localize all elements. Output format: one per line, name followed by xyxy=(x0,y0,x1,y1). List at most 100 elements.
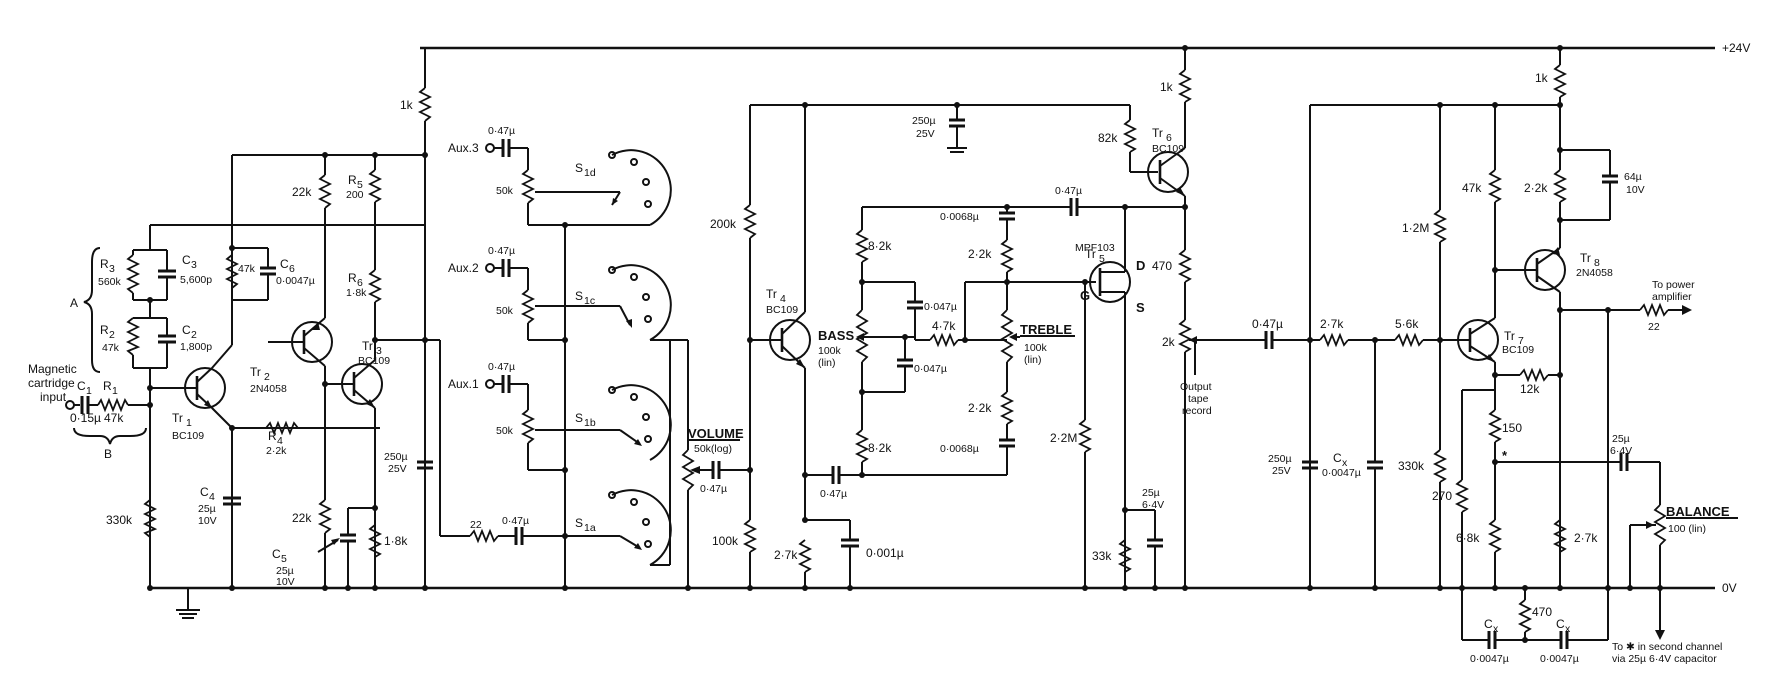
tr2-label: Tr xyxy=(250,365,261,379)
svg-text:x: x xyxy=(1342,457,1348,469)
aux2-terminal[interactable] xyxy=(485,263,495,273)
to-power-2: amplifier xyxy=(1652,291,1692,303)
balance-value: 100 (lin) xyxy=(1668,523,1706,535)
buf-c25-volt: 6·4V xyxy=(1142,499,1164,511)
svg-text:2: 2 xyxy=(264,371,270,383)
tr2-type: 2N4058 xyxy=(250,383,287,395)
svg-text:4: 4 xyxy=(209,491,215,503)
out-r56k-label: 5·6k xyxy=(1395,317,1419,331)
tr6-label: Tr xyxy=(1152,126,1163,140)
c3-value: 5,600p xyxy=(180,274,212,286)
buffer-stage: Tr 5 MPF103 G D S 2·2M 82k Tr 6 BC109 xyxy=(1007,45,1212,591)
tr3-type: BC109 xyxy=(358,355,390,367)
svg-text:5: 5 xyxy=(357,179,363,191)
out-c250-label: 250µ xyxy=(1268,453,1292,465)
aux3-terminal[interactable] xyxy=(485,143,495,153)
out-r330k-label: 330k xyxy=(1398,459,1425,473)
input-selector: Aux.3 0·47µ 50k Aux.2 0·47µ 50k Aux.1 0·… xyxy=(425,125,688,591)
cxa-value: 0·0047µ xyxy=(1470,653,1509,665)
c0047-1-label: 0·047µ xyxy=(924,301,957,313)
r33k-label: 33k xyxy=(1092,549,1112,563)
cxb-value: 0·0047µ xyxy=(1540,653,1579,665)
out-r22k-label: 2·2k xyxy=(1524,181,1548,195)
fet-source-label: S xyxy=(1136,300,1145,315)
tape-label-2: tape xyxy=(1188,393,1209,405)
svg-text:5: 5 xyxy=(281,553,287,565)
r3-value: 560k xyxy=(98,276,122,288)
treble-value-1: 100k xyxy=(1024,342,1048,354)
svg-text:2: 2 xyxy=(191,329,197,341)
r27k-label: 2·7k xyxy=(774,548,798,562)
c3-label: C xyxy=(182,253,191,267)
svg-text:4: 4 xyxy=(277,435,283,447)
aux1-label[interactable]: Aux.1 xyxy=(448,377,479,391)
c250-volt: 25V xyxy=(388,463,407,475)
r82k-2-label: 8·2k xyxy=(868,441,892,455)
input-stage: Magnetic cartridge input C 1 0·15µ R 1 4… xyxy=(28,247,150,461)
tr4-type: BC109 xyxy=(766,304,798,316)
plus-24v-label: +24V xyxy=(1722,41,1750,55)
output-stage: 0·47µ 2·7k 5·6k 250µ 25V C x 0·0047µ 330… xyxy=(1195,45,1738,665)
brace-a-label: A xyxy=(70,296,78,310)
svg-text:8: 8 xyxy=(1594,257,1600,269)
ground-symbol-left xyxy=(176,588,200,619)
tr1-stage: Tr 1 BC109 330k C 4 25µ 10V R 4 2·2k xyxy=(106,154,425,591)
c0047-2-label: 0·047µ xyxy=(914,363,947,375)
aux1-terminal[interactable] xyxy=(485,379,495,389)
svg-text:3: 3 xyxy=(191,259,197,271)
buf-r1k-label: 1k xyxy=(1160,80,1174,94)
c047b-label: 0·47µ xyxy=(820,488,847,500)
cdec-label: 250µ xyxy=(912,115,936,127)
r68k-label: 6·8k xyxy=(1456,531,1480,545)
s1c-label: S xyxy=(575,289,583,303)
r330k-label: 330k xyxy=(106,513,133,527)
svg-text:5: 5 xyxy=(1099,253,1105,265)
svg-text:x: x xyxy=(1565,623,1571,635)
r47k-label: 47k xyxy=(238,263,256,275)
s1b-label: S xyxy=(575,411,583,425)
svg-text:4: 4 xyxy=(780,293,786,305)
tr5-label: Tr xyxy=(1085,247,1096,261)
svg-text:0·47µ: 0·47µ xyxy=(488,125,515,137)
svg-text:50k: 50k xyxy=(496,185,514,197)
c2-label: C xyxy=(182,323,191,337)
c047c-label: 0·47µ xyxy=(1055,185,1082,197)
r2k-label: 2k xyxy=(1162,335,1176,349)
supply-rails: +24V 0V xyxy=(150,41,1750,595)
switch-s1c[interactable]: S 1c xyxy=(575,264,672,341)
svg-text:1a: 1a xyxy=(584,522,596,534)
svg-text:0·47µ: 0·47µ xyxy=(502,515,529,527)
c0068-1-label: 0·0068µ xyxy=(940,211,979,223)
c250-label: 250µ xyxy=(384,451,408,463)
r5-label: R xyxy=(348,173,357,187)
switch-s1d[interactable]: S 1d xyxy=(565,149,672,226)
svg-text:3: 3 xyxy=(109,263,115,275)
s1d-label: S xyxy=(575,161,583,175)
out-r27kb-label: 2·7k xyxy=(1574,531,1598,545)
cxa-label: C xyxy=(1484,617,1493,631)
r18k-label: 1·8k xyxy=(384,534,408,548)
zero-v-label: 0V xyxy=(1722,581,1737,595)
volume-control[interactable]: VOLUME 50k(log) 0·47µ xyxy=(681,340,750,591)
svg-text:50k: 50k xyxy=(496,425,514,437)
c4-label: C xyxy=(200,485,209,499)
treble-value-2: (lin) xyxy=(1024,354,1042,366)
switch-s1a[interactable]: S 1a xyxy=(565,489,672,566)
cxb-label: C xyxy=(1556,617,1565,631)
input-label-1: Magnetic xyxy=(28,362,77,376)
s1a-label: S xyxy=(575,516,583,530)
ground-symbol-decoupling xyxy=(947,138,967,153)
aux3-label[interactable]: Aux.3 xyxy=(448,141,479,155)
switch-s1b[interactable]: S 1b xyxy=(575,384,672,461)
svg-text:50k: 50k xyxy=(496,305,514,317)
r4-label: R xyxy=(268,429,277,443)
r470-label: 470 xyxy=(1152,259,1172,273)
svg-text:3: 3 xyxy=(376,345,382,357)
r1-value: 47k xyxy=(104,411,124,425)
out-c047-label: 0·47µ xyxy=(1252,317,1283,331)
out-r27k-label: 2·7k xyxy=(1320,317,1344,331)
r2-value: 47k xyxy=(102,342,120,354)
aux2-label[interactable]: Aux.2 xyxy=(448,261,479,275)
c001-label: 0·001µ xyxy=(866,546,904,560)
c1-label: C xyxy=(77,379,86,393)
